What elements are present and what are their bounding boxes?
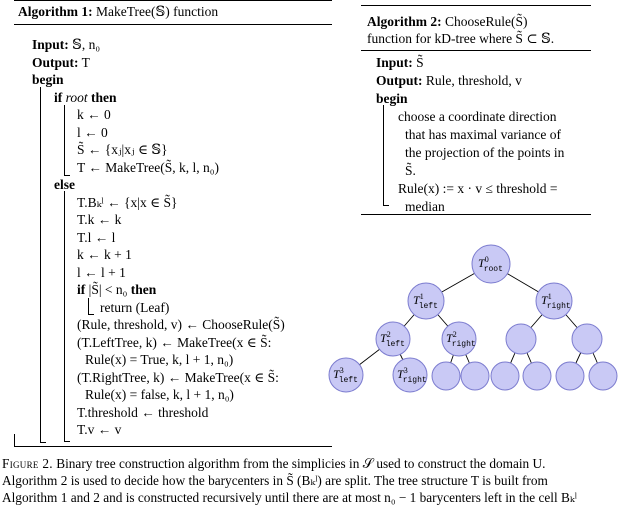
algorithm-line: T.threshold ← threshold xyxy=(77,404,209,420)
algorithm-line: that has maximal variance of xyxy=(405,127,561,142)
algorithm-line: k ← 0 xyxy=(77,107,111,122)
tree-node xyxy=(460,361,490,391)
algorithm-line: begin xyxy=(32,72,64,87)
tree-node xyxy=(522,361,552,391)
algorithm-line: if root then xyxy=(54,89,117,105)
algorithm-line: Output: Rule, threshold, v xyxy=(376,73,522,88)
tree-node xyxy=(535,282,573,320)
algorithm-line: T.v ← v xyxy=(77,422,122,437)
algorithm1-title: Algorithm 1: MakeTree(𝕊) function xyxy=(18,4,219,19)
algorithm-line: (T.RightTree, k) ← MakeTree(x ∈ S̃: xyxy=(77,369,279,385)
algorithm-line: return (Leaf) xyxy=(100,299,170,315)
algorithm-line: l ← l + 1 xyxy=(77,264,126,280)
algorithm-line: median xyxy=(405,199,445,214)
algorithm-line: k ← k + 1 xyxy=(77,247,132,262)
tree-node xyxy=(555,361,585,391)
tree-node xyxy=(407,282,445,320)
algorithm2-title-line2: function for kD-tree where S̃ ⊂ 𝕊. xyxy=(367,31,555,46)
tree-node xyxy=(441,321,477,357)
algorithm1-body: Input: 𝕊, n₀ Output: T begin if root then k … xyxy=(0,36,340,446)
algorithm-line: S̃. xyxy=(405,163,416,178)
algorithm2-body: Input: S̃ Output: Rule, threshold, v begin… xyxy=(0,54,640,214)
tree-node xyxy=(505,323,537,355)
algorithm-line: Output: T xyxy=(32,54,90,70)
tree-node xyxy=(328,357,364,393)
algorithm-line: choose a coordinate direction xyxy=(398,109,557,124)
algorithm-line: the projection of the points in xyxy=(405,145,565,160)
algorithm-line: T.l ← l xyxy=(77,229,116,245)
tree-node xyxy=(490,361,520,391)
algorithm-line: else xyxy=(54,177,75,192)
algorithm2-title: Algorithm 2: ChooseRule(S̃) xyxy=(367,14,528,29)
algorithm-line: (Rule, threshold, v) ← ChooseRule(S̃) xyxy=(77,317,285,332)
tree-node xyxy=(431,361,461,391)
tree-node xyxy=(375,321,411,357)
figure-caption: Figure 2. Binary tree construction algor… xyxy=(2,456,577,505)
figure-label: Figure 2. xyxy=(2,456,53,471)
algorithm-line: (T.LeftTree, k) ← MakeTree(x ∈ S̃: xyxy=(77,334,272,350)
algorithm-line: Input: 𝕊, n₀ xyxy=(32,37,101,52)
algorithm-line: begin xyxy=(376,91,408,106)
algorithm-line: S̃ ← {xⱼ|xⱼ ∈ 𝕊} xyxy=(77,142,168,157)
tree-node xyxy=(588,361,618,391)
algorithm-line: T ← MakeTree(S̃, k, l, n₀) xyxy=(77,159,219,175)
algorithm-line: l ← 0 xyxy=(77,124,108,140)
algorithm-line: T.k ← k xyxy=(77,212,122,227)
tree-node xyxy=(471,244,511,284)
algorithm-line: T.Bₖˡ ← {x|x ∈ S̃} xyxy=(77,194,178,210)
algorithm-line: if |S̃| < n₀ then xyxy=(77,282,157,297)
algorithm-line: Input: S̃ xyxy=(376,55,424,70)
algorithm-line: Rule(x) = True, k, l + 1, n₀) xyxy=(85,352,234,367)
tree-node xyxy=(392,357,428,393)
tree-node xyxy=(571,323,603,355)
algorithm-line: Rule(x) := x · v ≤ threshold = xyxy=(398,181,558,196)
algorithm-line: Rule(x) = false, k, l + 1, n₀) xyxy=(85,387,234,402)
